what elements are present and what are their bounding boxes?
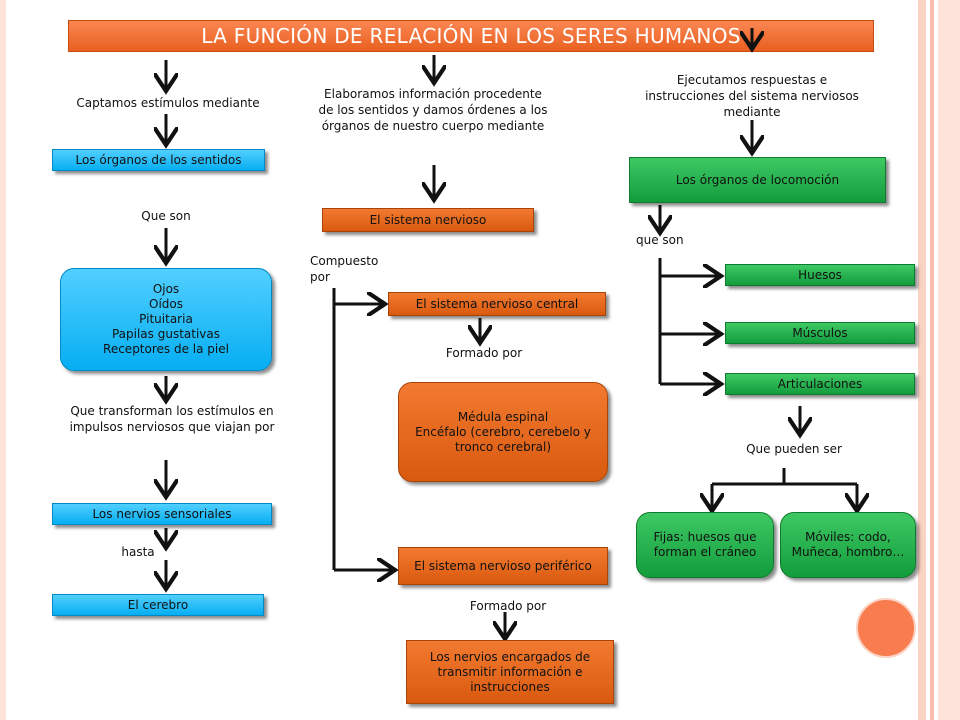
right-decor-stripe-2 [930,0,934,720]
mobile-joints-box: Móviles: codo, Muñeca, hombro… [780,512,916,578]
central-nervous-system-box: El sistema nervioso central [388,292,606,316]
sense-item: Papilas gustativas [111,327,221,341]
sensory-nerves-box: Los nervios sensoriales [52,503,272,525]
sense-item: Oídos [149,297,183,311]
peripheral-nervous-system-box: El sistema nervioso periférico [398,547,608,585]
locomotion-organs-box: Los órganos de locomoción [629,157,886,203]
brain-box: El cerebro [52,594,264,616]
hasta-text: hasta [121,545,155,559]
right-intro-text: Ejecutamos respuestas e instrucciones de… [645,73,859,119]
nervous-system-box: El sistema nervioso [322,208,534,232]
sense-item: Ojos [152,282,180,296]
formado-por-text-1: Formado por [445,346,523,360]
muscles-box: Músculos [725,322,915,344]
right-decor-stripe-1 [918,0,926,720]
central-part-item: Médula espinal [457,409,549,424]
central-part-item: Encéfalo (cerebro, cerebelo y tronco cer… [415,424,591,454]
decorative-circle [856,598,916,658]
right-que-son-text: que son [636,233,684,247]
central-parts-box: Médula espinal Encéfalo (cerebro, cerebe… [398,382,608,482]
left-que-son-text: Que son [141,209,191,223]
pueden-ser-text: Que pueden ser [746,442,842,456]
peripheral-parts-box: Los nervios encargados de transmitir inf… [406,640,614,704]
compuesto-text: Compuesto por [310,254,379,284]
senses-list-box: Ojos Oídos Pituitaria Papilas gustativas… [60,268,272,371]
fixed-joints-box: Fijas: huesos que forman el cráneo [636,512,774,578]
right-decor-stripe-3 [938,0,960,720]
left-intro-text: Captamos estímulos mediante [76,96,260,110]
diagram-title: LA FUNCIÓN DE RELACIÓN EN LOS SERES HUMA… [68,20,874,52]
sense-item: Pituitaria [139,312,193,326]
middle-intro-text: Elaboramos información procedente de los… [318,87,548,133]
formado-por-text-2: Formado por [469,599,547,613]
left-decor-stripe [0,0,6,720]
sense-item: Receptores de la piel [103,342,229,356]
sense-organs-box: Los órganos de los sentidos [52,149,265,171]
joints-box: Articulaciones [725,373,915,395]
bones-box: Huesos [725,264,915,286]
transform-text: Que transforman los estímulos en impulso… [69,404,275,434]
